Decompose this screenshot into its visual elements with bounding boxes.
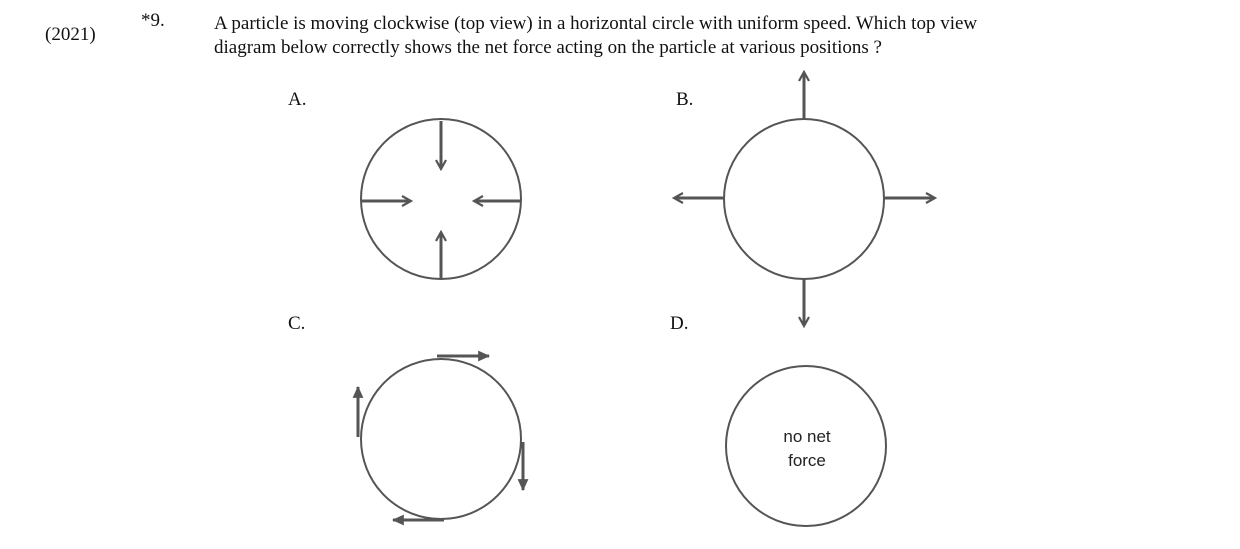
question-year: (2021)	[45, 24, 96, 45]
diagram-c-circle	[360, 358, 522, 520]
diagram-d-circle	[725, 365, 887, 527]
diagram-b-circle	[723, 118, 885, 280]
question-stem: A particle is moving clockwise (top view…	[214, 12, 977, 60]
question-stem-line-1: A particle is moving clockwise (top view…	[214, 13, 978, 34]
question-number: *9.	[141, 10, 165, 31]
option-d-label: D.	[670, 313, 689, 334]
option-a-label: A.	[288, 89, 307, 110]
diagram-b	[675, 73, 934, 325]
diagram-d-caption-line-2: force	[788, 451, 826, 470]
option-b-label: B.	[676, 89, 694, 110]
diagram-d-caption-line-1: no net	[783, 427, 831, 446]
diagram-d	[725, 365, 887, 527]
diagram-c	[352, 350, 529, 526]
diagram-a	[360, 118, 522, 280]
diagram-d-caption: no net force	[747, 425, 867, 473]
question-stem-line-2: diagram below correctly shows the net fo…	[214, 37, 882, 58]
option-c-label: C.	[288, 313, 306, 334]
